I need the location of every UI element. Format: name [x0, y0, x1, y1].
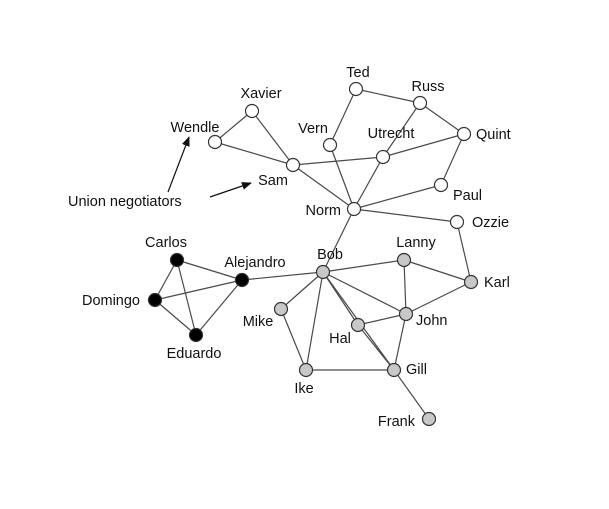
node-eduardo — [188, 327, 204, 343]
edge-paul-norm — [353, 184, 442, 210]
node-label-paul: Paul — [453, 188, 482, 204]
node-wendle — [207, 134, 223, 150]
node-label-sam: Sam — [258, 173, 288, 189]
node-frank — [421, 411, 437, 427]
arrow-to-wendle — [167, 136, 190, 193]
edge-quint-paul — [440, 133, 465, 186]
node-mike — [273, 301, 289, 317]
node-quint — [456, 126, 472, 142]
node-label-ted: Ted — [346, 65, 369, 81]
edge-carlos-alejandro — [176, 259, 243, 281]
arrow-to-sam — [209, 182, 252, 198]
node-label-norm: Norm — [306, 203, 341, 219]
edge-hal-gill — [357, 324, 395, 371]
edge-russ-quint — [419, 102, 465, 135]
edge-karl-john — [405, 281, 472, 315]
edge-john-gill — [393, 313, 407, 371]
edge-utrecht-norm — [353, 156, 384, 210]
node-john — [398, 306, 414, 322]
node-label-xavier: Xavier — [240, 86, 281, 102]
edge-xavier-wendle — [214, 110, 253, 143]
edge-wendle-sam — [214, 141, 294, 166]
edge-sam-utrecht — [292, 156, 384, 166]
nodes-layer — [147, 81, 479, 427]
edge-domingo-alejandro — [154, 279, 243, 301]
node-label-quint: Quint — [476, 127, 511, 143]
node-gill — [386, 362, 402, 378]
node-label-wendle: Wendle — [171, 120, 220, 136]
node-ted — [348, 81, 364, 97]
node-label-gill: Gill — [406, 362, 427, 378]
node-label-bob: Bob — [317, 247, 343, 263]
edge-ted-vern — [329, 88, 357, 146]
union-negotiators-annotation: Union negotiators — [68, 136, 252, 210]
node-carlos — [169, 252, 185, 268]
edge-sam-norm — [292, 164, 355, 210]
node-label-karl: Karl — [484, 275, 510, 291]
edge-hal-john — [357, 313, 407, 326]
edge-ted-russ — [355, 88, 421, 104]
node-bob — [315, 264, 331, 280]
node-xavier — [244, 103, 260, 119]
node-sam — [285, 157, 301, 173]
edge-norm-bob — [322, 208, 355, 273]
edge-bob-john — [322, 271, 407, 315]
node-label-vern: Vern — [298, 121, 328, 137]
node-lanny — [396, 252, 412, 268]
edge-vern-norm — [329, 144, 355, 210]
edge-bob-mike — [280, 271, 324, 310]
node-label-ozzie: Ozzie — [472, 215, 509, 231]
node-paul — [433, 177, 449, 193]
node-norm — [346, 201, 362, 217]
node-utrecht — [375, 149, 391, 165]
edge-alejandro-bob — [241, 271, 324, 281]
edge-ozzie-karl — [456, 221, 472, 283]
edge-russ-utrecht — [382, 102, 421, 158]
node-label-hal: Hal — [329, 331, 351, 347]
node-hal — [350, 317, 366, 333]
node-label-ike: Ike — [294, 381, 313, 397]
node-label-utrecht: Utrecht — [368, 126, 415, 142]
edge-norm-ozzie — [353, 208, 458, 223]
node-label-lanny: Lanny — [396, 235, 436, 251]
node-label-mike: Mike — [243, 314, 274, 330]
edge-eduardo-alejandro — [195, 279, 243, 336]
edge-gill-frank — [393, 369, 430, 420]
edge-bob-lanny — [322, 259, 405, 273]
edge-bob-ike — [305, 271, 324, 371]
node-label-eduardo: Eduardo — [167, 346, 222, 362]
edge-lanny-karl — [403, 259, 472, 283]
edge-domingo-eduardo — [154, 299, 197, 336]
edge-lanny-john — [403, 259, 407, 315]
node-label-john: John — [416, 313, 447, 329]
node-ozzie — [449, 214, 465, 230]
edge-xavier-sam — [251, 110, 294, 166]
union-negotiators-label: Union negotiators — [68, 194, 182, 210]
node-russ — [412, 95, 428, 111]
node-label-carlos: Carlos — [145, 235, 187, 251]
edges-layer — [154, 88, 472, 420]
node-karl — [463, 274, 479, 290]
node-label-frank: Frank — [378, 414, 416, 430]
edge-carlos-eduardo — [176, 259, 197, 336]
node-label-russ: Russ — [411, 79, 444, 95]
node-domingo — [147, 292, 163, 308]
edge-mike-ike — [280, 308, 307, 371]
node-alejandro — [234, 272, 250, 288]
node-label-alejandro: Alejandro — [224, 255, 285, 271]
node-ike — [298, 362, 314, 378]
edge-quint-utrecht — [382, 133, 465, 158]
edge-carlos-domingo — [154, 259, 178, 301]
node-vern — [322, 137, 338, 153]
node-label-domingo: Domingo — [82, 293, 140, 309]
